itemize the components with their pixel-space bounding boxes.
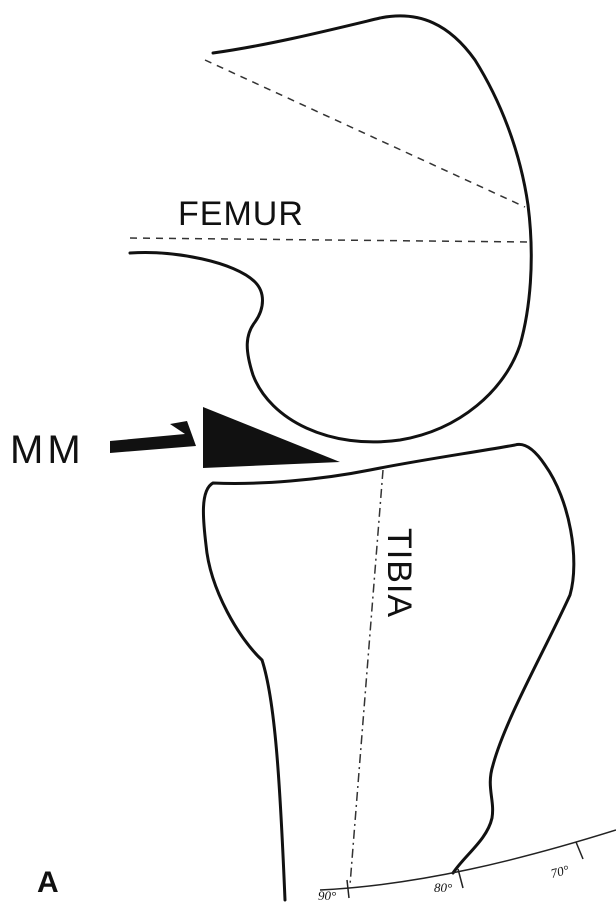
scale-tick-90 <box>347 880 349 898</box>
panel-label: A <box>37 866 59 899</box>
meniscus-wedge <box>203 407 340 468</box>
femur-oblique-dashed-line <box>205 60 525 207</box>
femur-label: FEMUR <box>178 195 304 233</box>
tibia-label: TIBIA <box>380 528 418 618</box>
tibia-outline <box>203 444 573 900</box>
scale-label-90: 90° <box>318 888 336 903</box>
scale-label-70: 70° <box>549 862 570 881</box>
angle-scale-arc <box>320 830 616 890</box>
mm-arrow <box>110 421 196 453</box>
femur-horizontal-dashed-line <box>130 238 528 242</box>
tibia-axis-line <box>350 470 383 885</box>
mm-label: MM <box>10 428 85 472</box>
scale-label-80: 80° <box>434 880 452 895</box>
scale-tick-70 <box>576 842 583 859</box>
